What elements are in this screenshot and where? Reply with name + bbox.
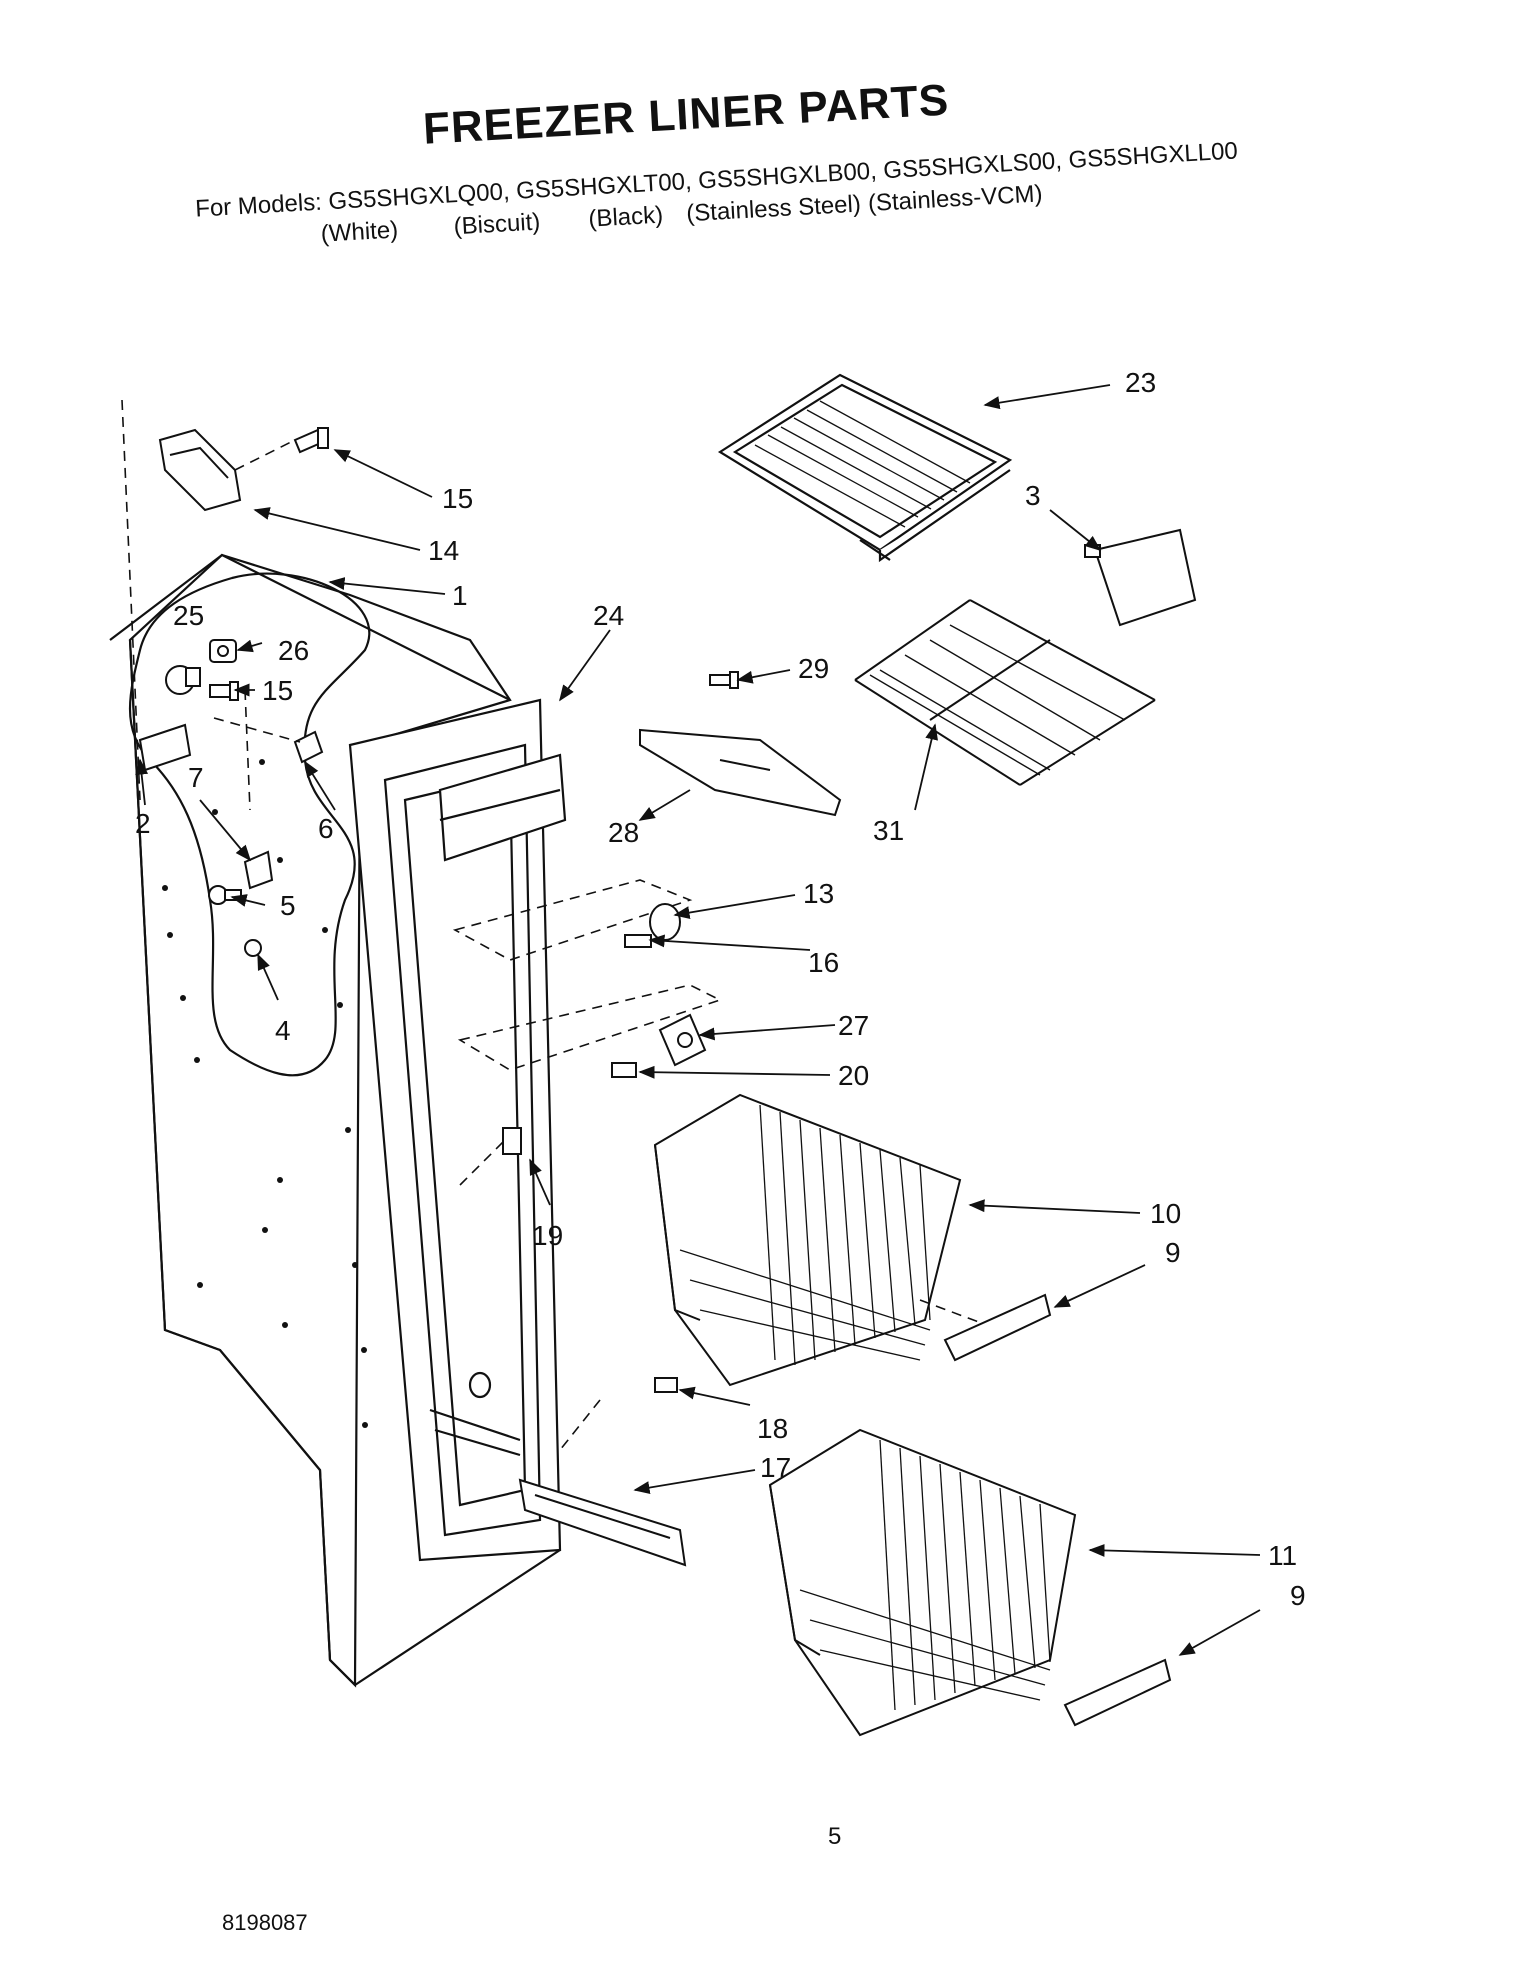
cam-27 [658, 1013, 707, 1067]
cam-13 [649, 903, 681, 941]
callout-5: 5 [280, 890, 296, 921]
callout-arrows [135, 384, 1261, 1656]
wire-basket-11 [768, 1428, 1077, 1737]
document-number: 8198087 [222, 1910, 308, 1935]
callout-7: 7 [188, 762, 204, 793]
screw-15-top [293, 427, 329, 454]
callout-18: 18 [757, 1413, 788, 1444]
callout-10: 10 [1150, 1198, 1181, 1229]
clip-6 [293, 730, 324, 764]
callout-15-mid: 15 [262, 675, 293, 706]
callout-9-upper: 9 [1165, 1237, 1181, 1268]
callout-2: 2 [135, 808, 151, 839]
shelf-support-28 [639, 728, 842, 817]
callout-1: 1 [452, 580, 468, 611]
callout-11: 11 [1268, 1540, 1297, 1571]
callout-19: 19 [532, 1220, 563, 1251]
callout-14: 14 [428, 535, 459, 566]
callout-29: 29 [798, 653, 829, 684]
callout-24: 24 [593, 600, 624, 631]
screw-18 [654, 1377, 678, 1393]
switch-19 [502, 1127, 522, 1155]
bracket-3 [1084, 528, 1197, 627]
callout-4: 4 [275, 1015, 291, 1046]
callout-17: 17 [760, 1452, 791, 1483]
glass-shelf-23 [717, 373, 1013, 563]
wire-basket-10 [653, 1093, 962, 1387]
screw-15-mid [209, 681, 239, 701]
callout-9-lower: 9 [1290, 1580, 1306, 1611]
screw-20 [611, 1062, 637, 1078]
callout-23: 23 [1125, 367, 1156, 398]
callout-20: 20 [838, 1060, 869, 1091]
screw-16 [624, 934, 652, 948]
callout-13: 13 [803, 878, 834, 909]
callout-26: 26 [278, 635, 309, 666]
callout-3: 3 [1025, 480, 1041, 511]
callout-25: 25 [173, 600, 204, 631]
callout-16: 16 [808, 947, 839, 978]
freezer-liner [109, 553, 567, 1688]
socket-26 [209, 639, 237, 663]
callout-6: 6 [318, 813, 334, 844]
callout-28: 28 [608, 817, 639, 848]
page-number: 5 [828, 1823, 842, 1850]
callout-27: 27 [838, 1010, 869, 1041]
thermostat-7 [243, 850, 274, 890]
screw-4 [244, 939, 262, 957]
basket-slide-9-lower [1063, 1658, 1172, 1727]
basket-slide-9-upper [943, 1293, 1052, 1362]
callout-31: 31 [873, 815, 904, 846]
bracket-14 [158, 428, 242, 512]
wire-shelf-31 [854, 599, 1156, 786]
light-bulb-25 [165, 665, 201, 695]
grille-17 [518, 1478, 687, 1567]
screw-29 [709, 671, 739, 689]
callout-15-top: 15 [442, 483, 473, 514]
